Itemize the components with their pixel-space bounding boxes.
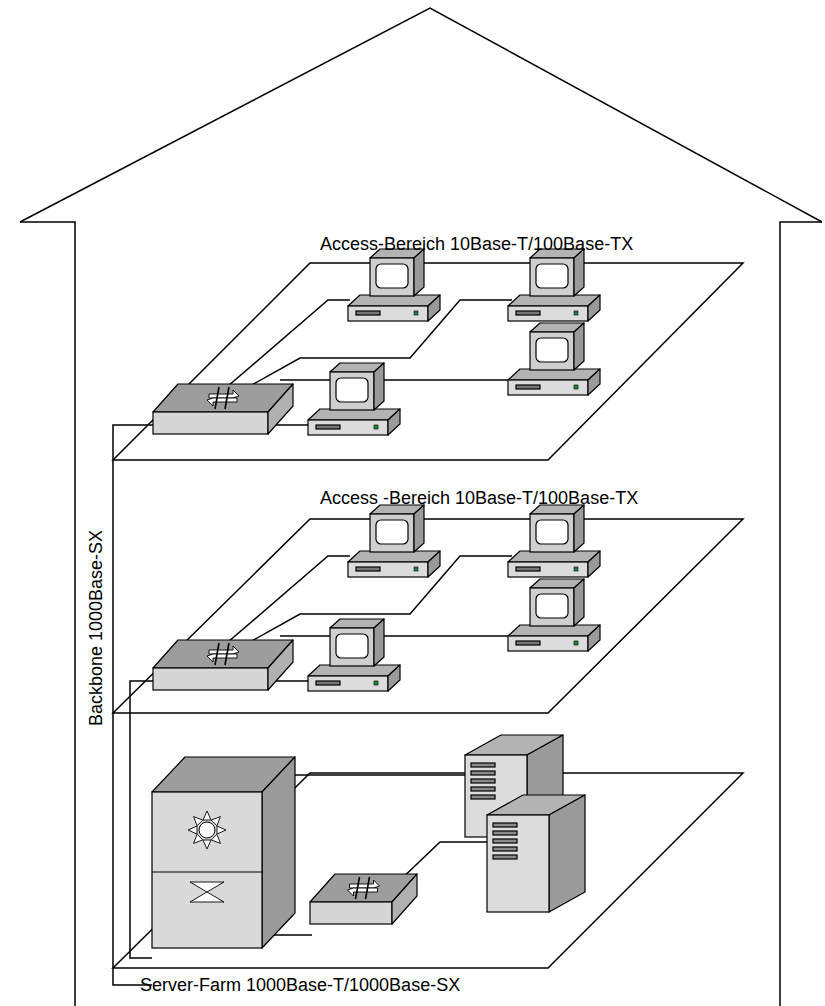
backbone-cable bbox=[130, 681, 153, 958]
floor-plane: Access -Bereich 10Base-T/100Base-TX bbox=[113, 489, 743, 713]
pc-icon bbox=[508, 323, 600, 395]
pc-icon bbox=[508, 249, 600, 321]
pc-icon bbox=[508, 505, 600, 577]
switch-icon bbox=[153, 640, 293, 690]
backbone-cable bbox=[113, 425, 153, 985]
cable bbox=[395, 842, 490, 885]
cable bbox=[250, 300, 512, 386]
cable bbox=[250, 556, 512, 642]
floor-label: Server-Farm 1000Base-T/1000Base-SX bbox=[140, 976, 460, 996]
floor-plane: Server-Farm 1000Base-T/1000Base-SX bbox=[113, 773, 743, 998]
switch-icon bbox=[310, 874, 417, 924]
cable bbox=[228, 300, 350, 386]
floor-label: Access-Bereich 10Base-T/100Base-TX bbox=[320, 235, 633, 255]
pc-icon bbox=[308, 619, 400, 691]
cable bbox=[280, 379, 510, 381]
core-switch-chassis bbox=[152, 757, 295, 948]
cable bbox=[228, 556, 350, 642]
cable bbox=[290, 774, 470, 776]
pc-icon bbox=[348, 249, 440, 321]
server-tower bbox=[465, 735, 563, 837]
switch-icon bbox=[153, 384, 293, 434]
left-wall bbox=[20, 222, 75, 1006]
floor-label: Access -Bereich 10Base-T/100Base-TX bbox=[320, 489, 638, 509]
pc-icon bbox=[508, 579, 600, 651]
server-tower bbox=[487, 795, 585, 912]
cable bbox=[268, 680, 310, 682]
cable bbox=[268, 424, 310, 426]
backbone-label: Backbone 1000Base-SX bbox=[87, 528, 107, 728]
floor-plane-shape bbox=[113, 519, 743, 713]
pc-icon bbox=[308, 363, 400, 435]
floor-outline bbox=[113, 773, 743, 998]
floor-plane-shape bbox=[113, 263, 743, 460]
floor-outline bbox=[113, 233, 743, 460]
floor-plane: Access-Bereich 10Base-T/100Base-TX bbox=[113, 233, 743, 460]
floor-plane-shape bbox=[113, 773, 743, 968]
cable bbox=[262, 934, 312, 936]
right-wall bbox=[780, 222, 822, 1006]
pc-icon bbox=[348, 505, 440, 577]
cable bbox=[280, 635, 510, 637]
roof bbox=[20, 8, 822, 222]
floor-outline bbox=[113, 489, 743, 713]
